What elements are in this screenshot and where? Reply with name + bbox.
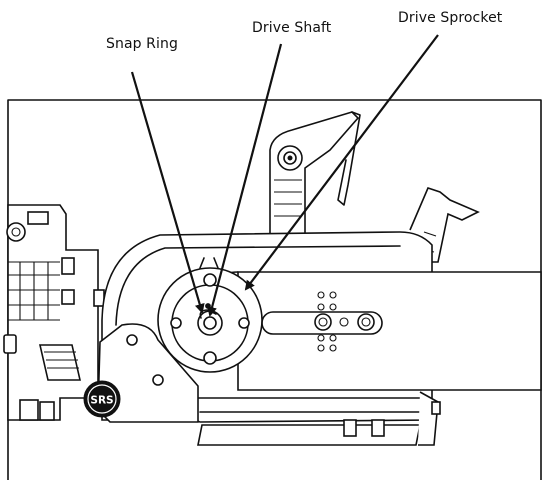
drive-shaft-leader [207,43,283,317]
snap-ring-label: Snap Ring [106,36,178,52]
base-frame [197,391,441,446]
motor-gearbox [3,204,105,421]
drive-shaft-label: Drive Shaft [252,20,332,36]
drive-sprocket-label: Drive Sprocket [398,10,503,26]
tension-slot [261,291,383,352]
callout-leaders [130,34,439,317]
drive-sprocket [157,257,263,373]
srs-logo-text: SRS [90,395,113,407]
srs-logo: SRS [83,380,121,418]
drive-sprocket-leader [244,34,439,291]
snap-ring-leader [130,71,205,314]
handle-bracket [269,111,361,235]
side-plate [97,323,199,423]
